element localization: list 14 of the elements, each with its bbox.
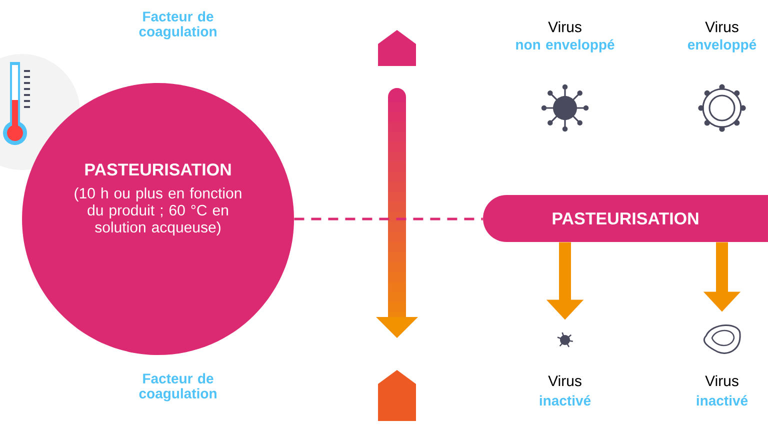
virus-label: Virus bbox=[548, 21, 582, 32]
process-bar: PASTEURISATION bbox=[483, 195, 768, 242]
virus-icon bbox=[703, 324, 741, 354]
virus-label: inactivé bbox=[696, 395, 748, 406]
virus-label: Virus bbox=[705, 21, 738, 32]
dashed-connector bbox=[294, 218, 483, 220]
factor-label: Facteur de coagulation bbox=[139, 11, 216, 40]
virus-label: inactivé bbox=[540, 395, 591, 406]
virus-label: non enveloppé bbox=[516, 39, 614, 52]
virus-label: Virus bbox=[548, 375, 582, 386]
virus-label: enveloppé bbox=[688, 39, 756, 52]
virus-icon bbox=[557, 332, 573, 348]
virus-label: Virus bbox=[705, 375, 738, 386]
factor-label: Facteur de coagulation bbox=[139, 373, 216, 402]
